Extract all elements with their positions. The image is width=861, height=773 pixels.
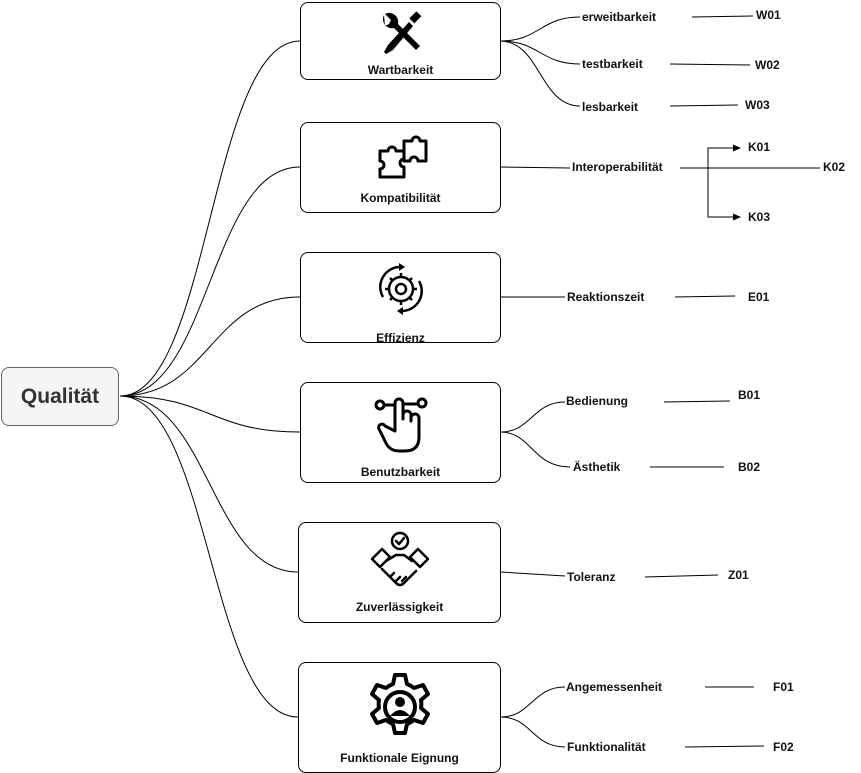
item-code-w03: W03: [745, 98, 770, 112]
connector-root-wartbarkeit: [119, 40, 301, 397]
item-label-aesthetik[interactable]: Ästhetik: [573, 460, 621, 474]
item-label-toleranz[interactable]: Toleranz: [567, 570, 616, 584]
item-label-reaktionszeit[interactable]: Reaktionszeit: [567, 290, 645, 304]
category-label: Funktionale Eignung: [340, 751, 459, 765]
gear-user-icon: [369, 673, 430, 735]
item-code-f01: F01: [773, 680, 794, 694]
item-code-k02: K02: [823, 160, 846, 174]
category-label: Benutzbarkeit: [360, 465, 441, 479]
arrowhead-k03: [733, 213, 741, 221]
handshake-icon: [370, 531, 429, 587]
category-funktionale-eignung[interactable]: Funktionale Eignung: [298, 662, 501, 773]
category-kompatibilitaet[interactable]: Kompatibilität: [300, 122, 501, 213]
category-label: Kompatibilität: [360, 191, 441, 205]
item-code-w01: W01: [756, 8, 781, 22]
item-label-lesbarkeit[interactable]: lesbarkeit: [582, 100, 639, 114]
category-wartbarkeit[interactable]: Wartbarkeit: [300, 2, 501, 80]
item-label-testbarkeit[interactable]: testbarkeit: [582, 57, 643, 71]
connector-root-kompatibilitaet: [119, 166, 301, 397]
connector-root-benutzbarkeit: [119, 395, 301, 433]
connector-root-funktionale-eignung: [119, 395, 299, 718]
category-effizienz[interactable]: Effizienz: [300, 252, 501, 345]
item-label-bedienung[interactable]: Bedienung: [566, 394, 628, 408]
arrowhead-k01: [733, 144, 741, 152]
item-code-k01: K01: [748, 140, 771, 154]
item-label-interoperabilitaet[interactable]: Interoperabilität: [572, 160, 663, 174]
category-label: Wartbarkeit: [367, 63, 434, 77]
connector-root-effizienz: [119, 296, 301, 397]
root-node-qualitaet[interactable]: Qualität: [1, 367, 119, 426]
gear-cycle-icon: [378, 263, 423, 315]
category-label: Effizienz: [376, 331, 425, 345]
item-label-angemessenheit[interactable]: Angemessenheit: [566, 680, 663, 694]
touch-icon: [374, 397, 427, 453]
item-label-funktionalitaet[interactable]: Funktionalität: [567, 740, 646, 754]
item-code-f02: F02: [773, 740, 794, 754]
category-zuverlaessigkeit[interactable]: Zuverlässigkeit: [298, 522, 501, 623]
item-label-erweitbarkeit[interactable]: erweitbarkeit: [582, 10, 657, 24]
puzzle-icon: [378, 135, 427, 179]
item-code-b01: B01: [738, 388, 761, 402]
item-code-w02: W02: [755, 58, 780, 72]
connector-root-zuverlaessigkeit: [119, 395, 299, 573]
category-benutzbarkeit[interactable]: Benutzbarkeit: [300, 382, 501, 483]
item-code-b02: B02: [738, 460, 761, 474]
item-code-k03: K03: [748, 210, 771, 224]
item-code-z01: Z01: [728, 568, 749, 582]
category-label: Zuverlässigkeit: [355, 600, 444, 614]
tools-icon: [382, 11, 421, 54]
item-code-e01: E01: [748, 290, 770, 304]
